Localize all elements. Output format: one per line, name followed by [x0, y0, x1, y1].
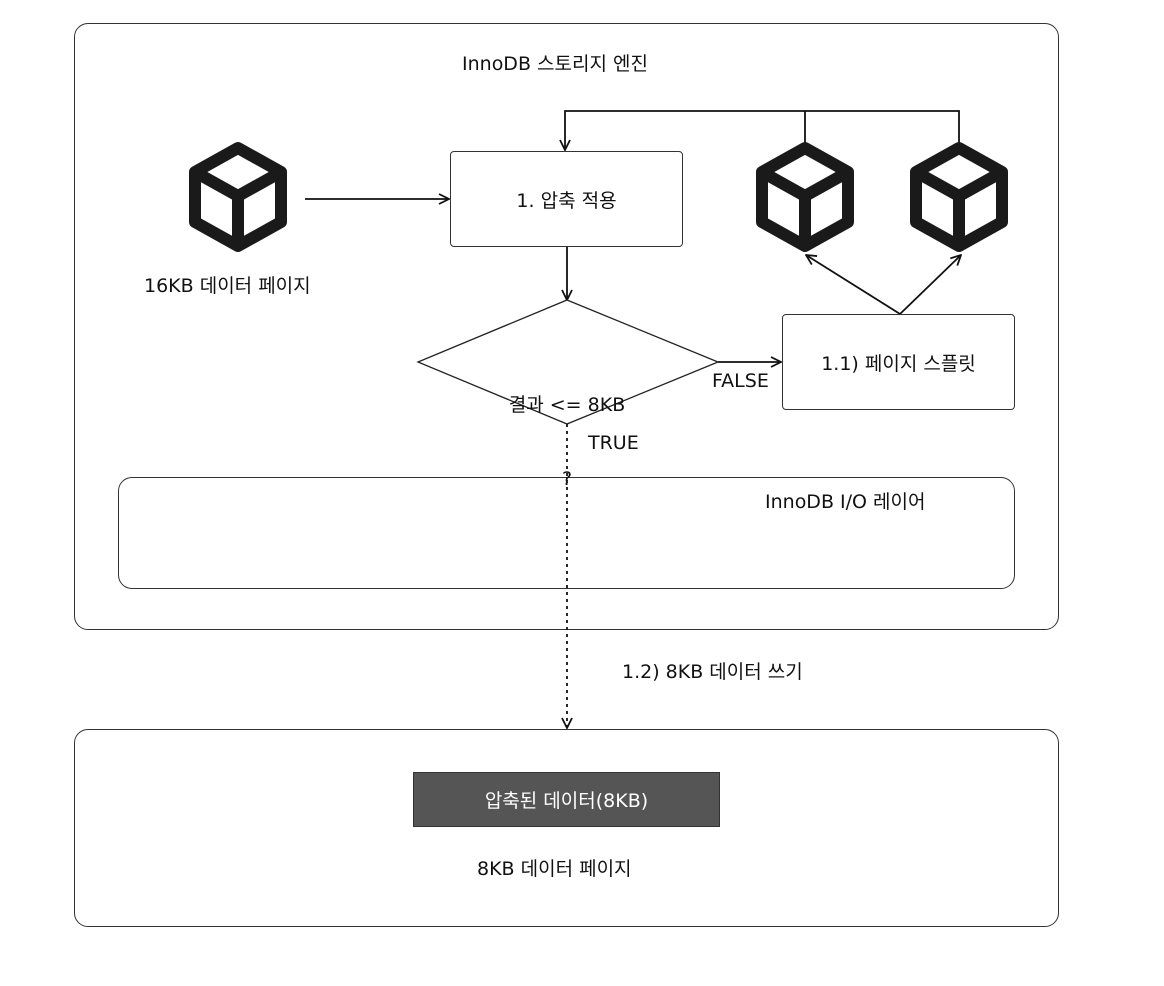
cube-icon: [910, 142, 1008, 252]
data-page-label: 8KB 데이터 페이지: [477, 858, 632, 880]
io-layer-title: InnoDB I/O 레이어: [765, 491, 926, 513]
false-label: FALSE: [712, 370, 769, 392]
cube-icon: [189, 142, 287, 252]
source-page-label: 16KB 데이터 페이지: [144, 275, 311, 297]
write-step-label: 1.2) 8KB 데이터 쓰기: [622, 661, 803, 683]
true-label: TRUE: [588, 432, 639, 454]
split-step-box: 1.1) 페이지 스플릿: [782, 314, 1015, 410]
compressed-data-box: 압축된 데이터(8KB): [413, 772, 720, 827]
io-layer-container: [118, 477, 1015, 589]
condition-line1: 결과 <= 8KB: [508, 394, 626, 417]
compress-step-box: 1. 압축 적용: [450, 151, 683, 247]
arrow-split-left: [806, 255, 901, 315]
arrow-split-right: [899, 255, 961, 315]
storage-engine-title: InnoDB 스토리지 엔진: [462, 53, 648, 75]
data-page-container: [74, 729, 1059, 927]
condition-line2: ?: [561, 468, 573, 491]
condition-text: 결과 <= 8KB ?: [497, 344, 637, 517]
arrow-feedback: [565, 110, 960, 150]
cube-icon: [756, 142, 854, 252]
